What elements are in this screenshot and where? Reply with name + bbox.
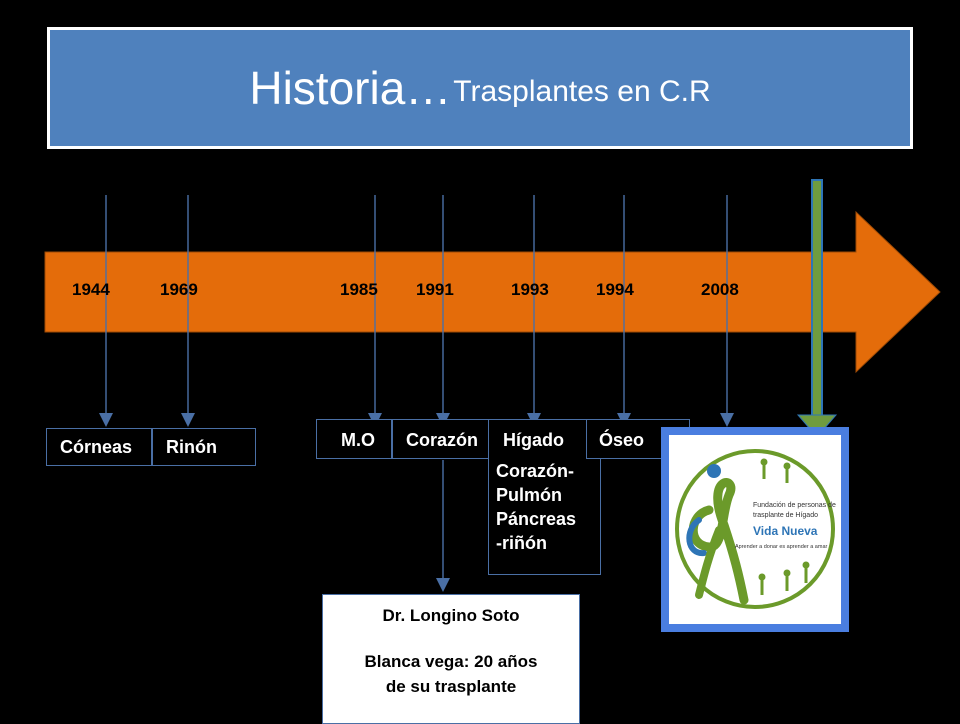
event-higado: Hígado	[503, 430, 564, 450]
marker-shaft	[811, 179, 823, 419]
page-title: Historia…	[249, 62, 452, 114]
event-box-higado	[488, 419, 601, 575]
title-banner: Historia… Trasplantes en C.R	[47, 27, 913, 149]
event-multi-line: Páncreas	[496, 509, 577, 529]
logo-text: Fundación de personas de	[753, 502, 836, 509]
event-box-rinon	[152, 428, 256, 466]
note-box: Dr. Longino Soto Blanca vega: 20 años de…	[322, 594, 580, 724]
event-multi-line: Corazón-	[496, 461, 574, 481]
event-mo: M.O	[341, 430, 375, 450]
event-multi-line: -riñón	[496, 533, 547, 553]
note-line: Dr. Longino Soto	[382, 606, 520, 625]
year-label: 2008	[701, 280, 739, 299]
vida-nueva-logo: Fundación de personas de trasplante de H…	[675, 449, 836, 609]
event-multi-line: Pulmón	[496, 485, 562, 505]
timeline-arrow	[44, 210, 941, 374]
page-subtitle: Trasplantes en C.R	[453, 75, 711, 108]
event-corazon: Corazón	[406, 430, 478, 450]
year-label: 1944	[72, 280, 110, 299]
logo-panel: Fundación de personas de trasplante de H…	[669, 435, 841, 624]
event-oseo: Óseo	[599, 430, 645, 450]
marker-arrowhead	[796, 414, 838, 438]
year-label: 1994	[596, 280, 634, 299]
note-line: de su trasplante	[385, 677, 517, 696]
logo-motto: Aprender a donar es aprender a amar	[735, 544, 828, 550]
logo-name: Vida Nueva	[753, 524, 818, 538]
event-multi-organ: Corazón- Pulmón Páncreas -riñón	[496, 459, 576, 555]
logo-text: trasplante de Hígado	[753, 512, 818, 519]
year-label: 1991	[416, 280, 454, 299]
event-rinon: Rinón	[166, 437, 217, 457]
year-label: 1969	[160, 280, 198, 299]
year-label: 1993	[511, 280, 549, 299]
event-box-corneas	[46, 428, 152, 466]
event-box-corazon	[392, 419, 490, 459]
year-label: 1985	[340, 280, 378, 299]
logo-frame: Fundación de personas de trasplante de H…	[661, 427, 849, 632]
event-box-mo	[316, 419, 392, 459]
event-corneas: Córneas	[60, 437, 133, 457]
note-line: Blanca vega: 20 años	[364, 652, 538, 671]
